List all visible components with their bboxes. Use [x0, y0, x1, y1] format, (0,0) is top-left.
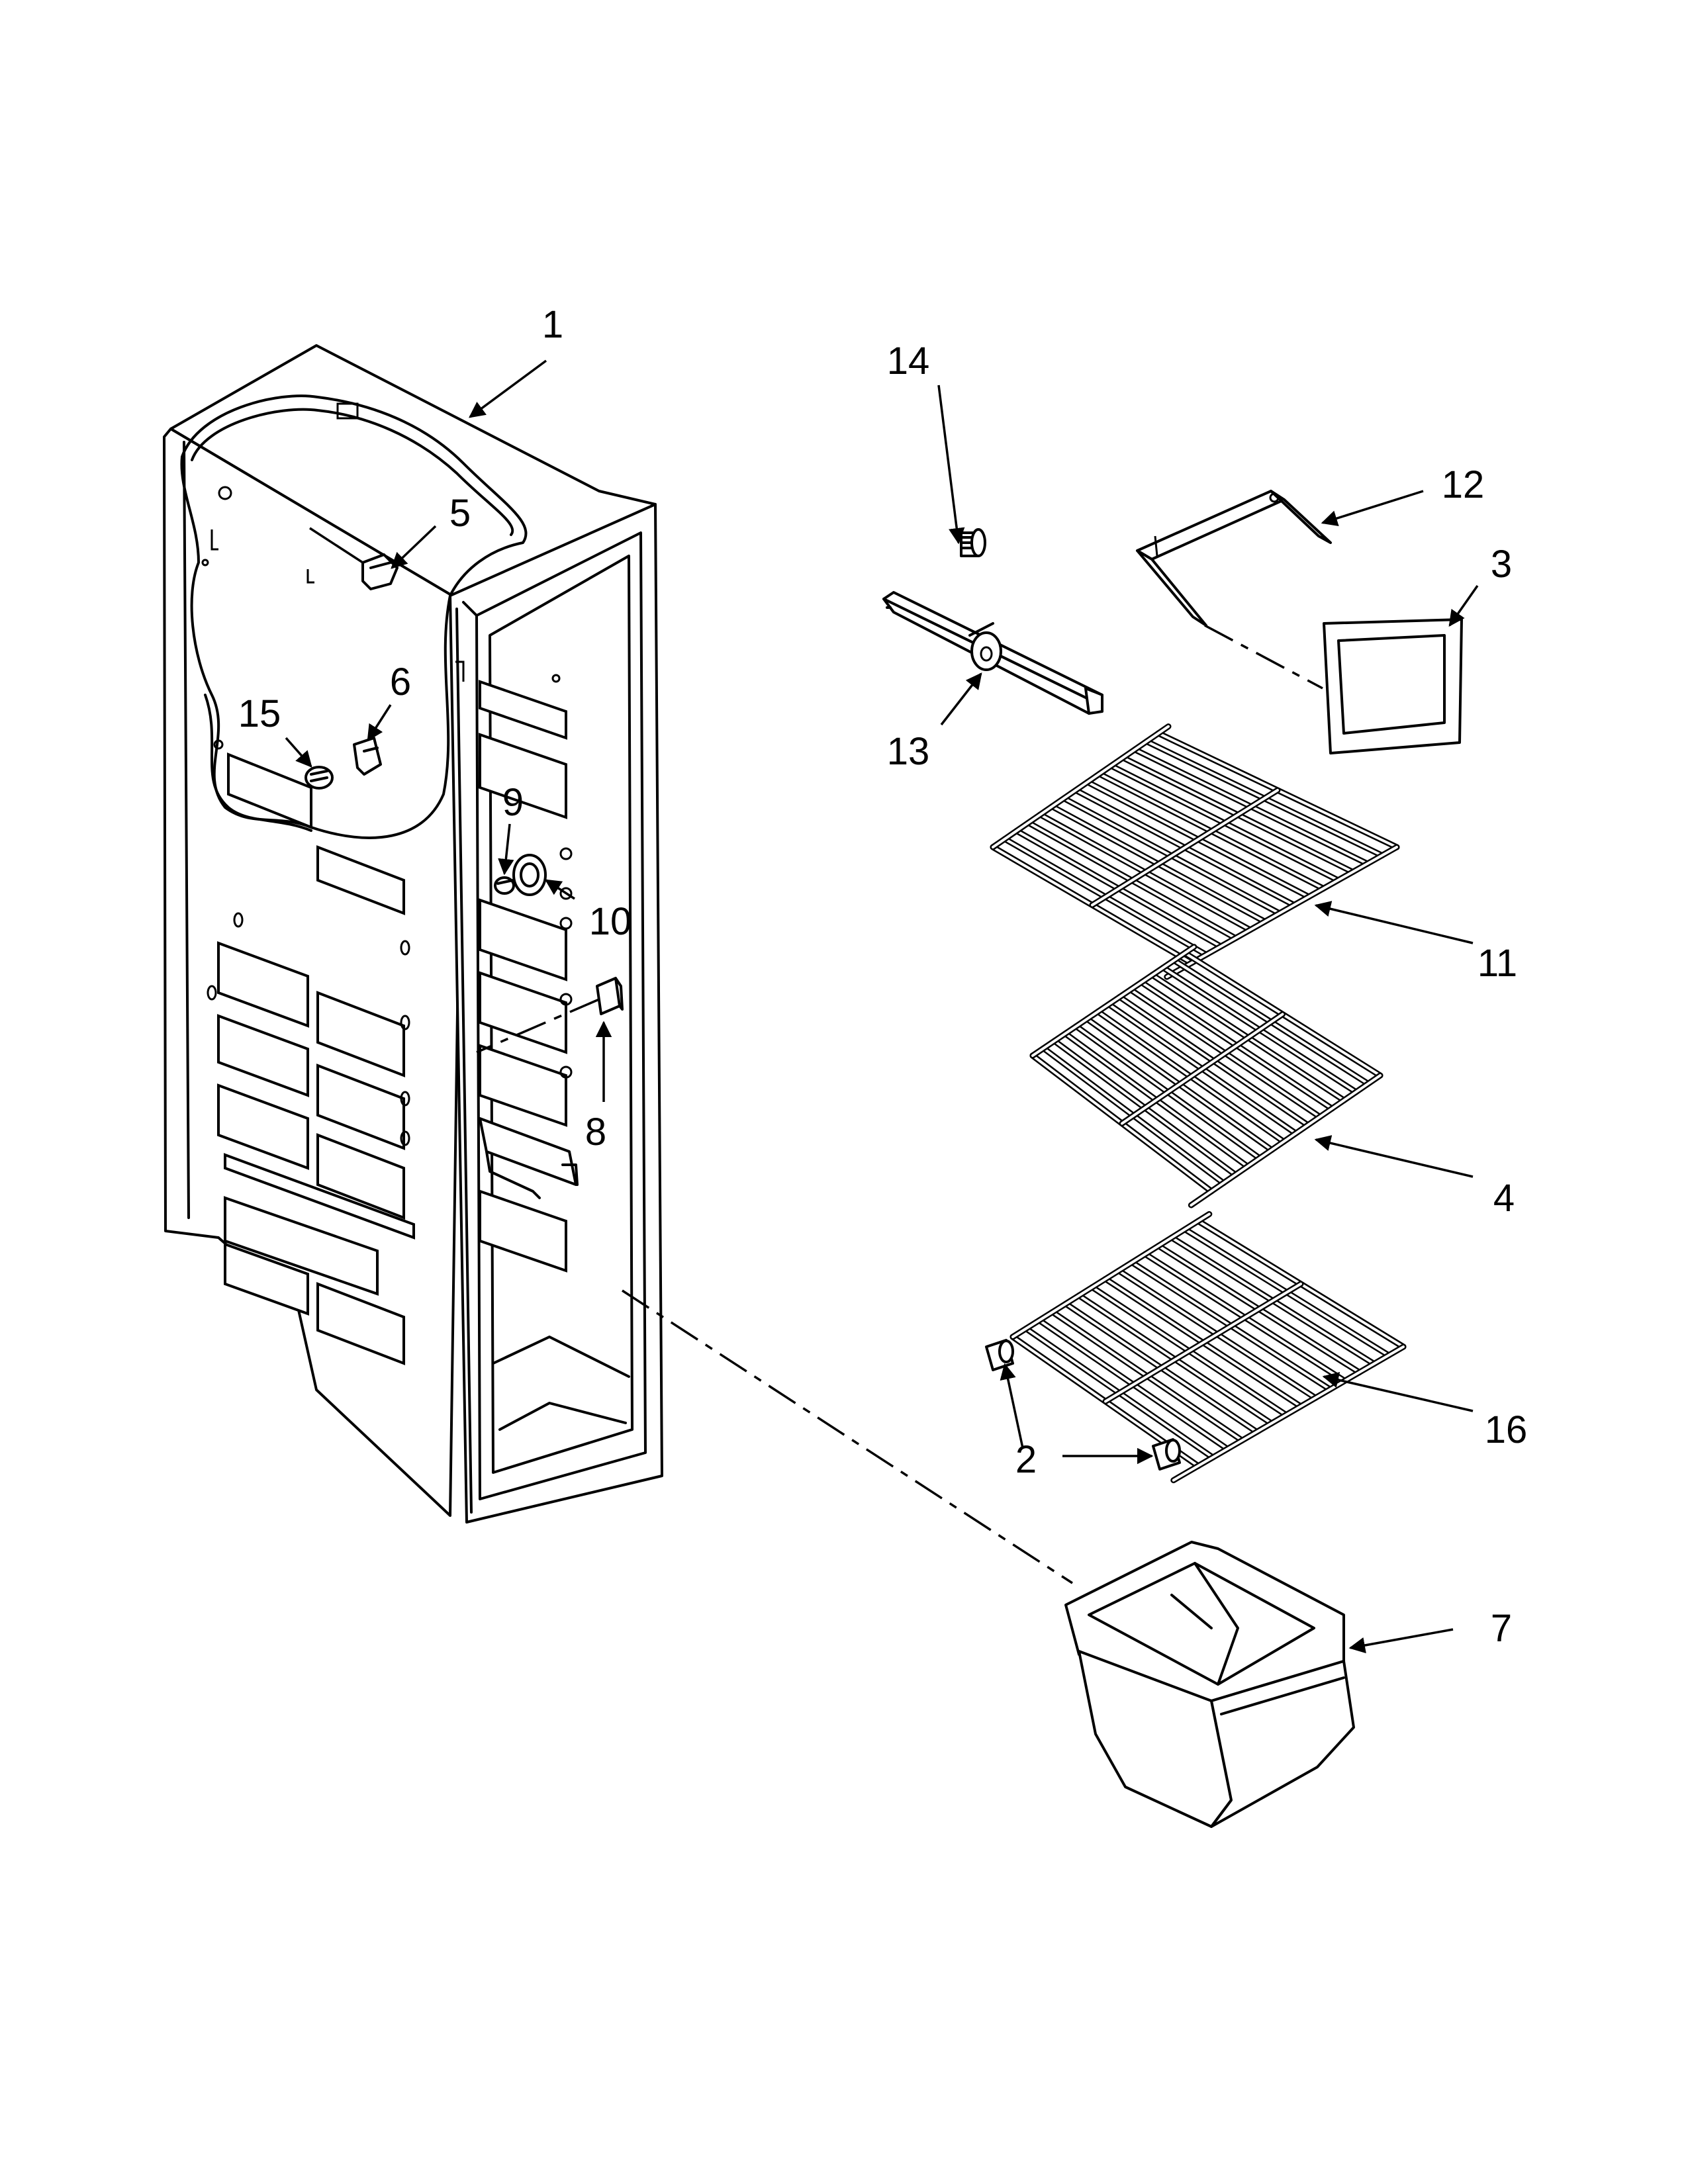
part-10-bushing	[512, 854, 547, 896]
callout-3: 3	[1491, 543, 1512, 586]
callout-9: 9	[502, 781, 524, 824]
part-6-bracket	[353, 737, 382, 776]
part-15-screw	[305, 766, 334, 790]
callout-8: 8	[585, 1111, 606, 1154]
callout-4: 4	[1493, 1177, 1515, 1220]
part-8-plug	[476, 977, 624, 1054]
part-11-wire-shelf	[990, 723, 1400, 980]
part-5-clip	[309, 527, 399, 590]
freezer-liner	[163, 344, 663, 1524]
part-2-end-cap	[985, 1339, 1181, 1471]
callout-2: 2	[1015, 1438, 1037, 1481]
callout-10: 10	[589, 900, 632, 943]
part-7-bin	[622, 1289, 1355, 1828]
callout-13: 13	[887, 730, 930, 773]
part-16-wire-shelf	[1009, 1211, 1407, 1484]
callout-16: 16	[1485, 1408, 1528, 1451]
part-12-frame	[1136, 490, 1332, 627]
callout-1: 1	[542, 303, 563, 346]
part-3-cover	[1204, 618, 1463, 754]
callout-15: 15	[238, 692, 281, 735]
callout-12: 12	[1442, 463, 1485, 506]
part-14-screw	[960, 528, 986, 557]
part-13-shelf-bracket	[882, 591, 1103, 715]
callout-labels: 1 5 6 15 9 10 8 14 13 12 3 11 4 16 2 7	[238, 303, 1528, 1650]
callout-5: 5	[449, 492, 471, 535]
callout-6: 6	[390, 660, 411, 704]
callout-14: 14	[887, 340, 930, 383]
callout-11: 11	[1477, 942, 1517, 985]
leader-lines	[285, 359, 1479, 1654]
part-9-screw	[494, 876, 515, 895]
callout-7: 7	[1491, 1607, 1512, 1650]
part-4-wire-shelf	[1029, 944, 1383, 1208]
